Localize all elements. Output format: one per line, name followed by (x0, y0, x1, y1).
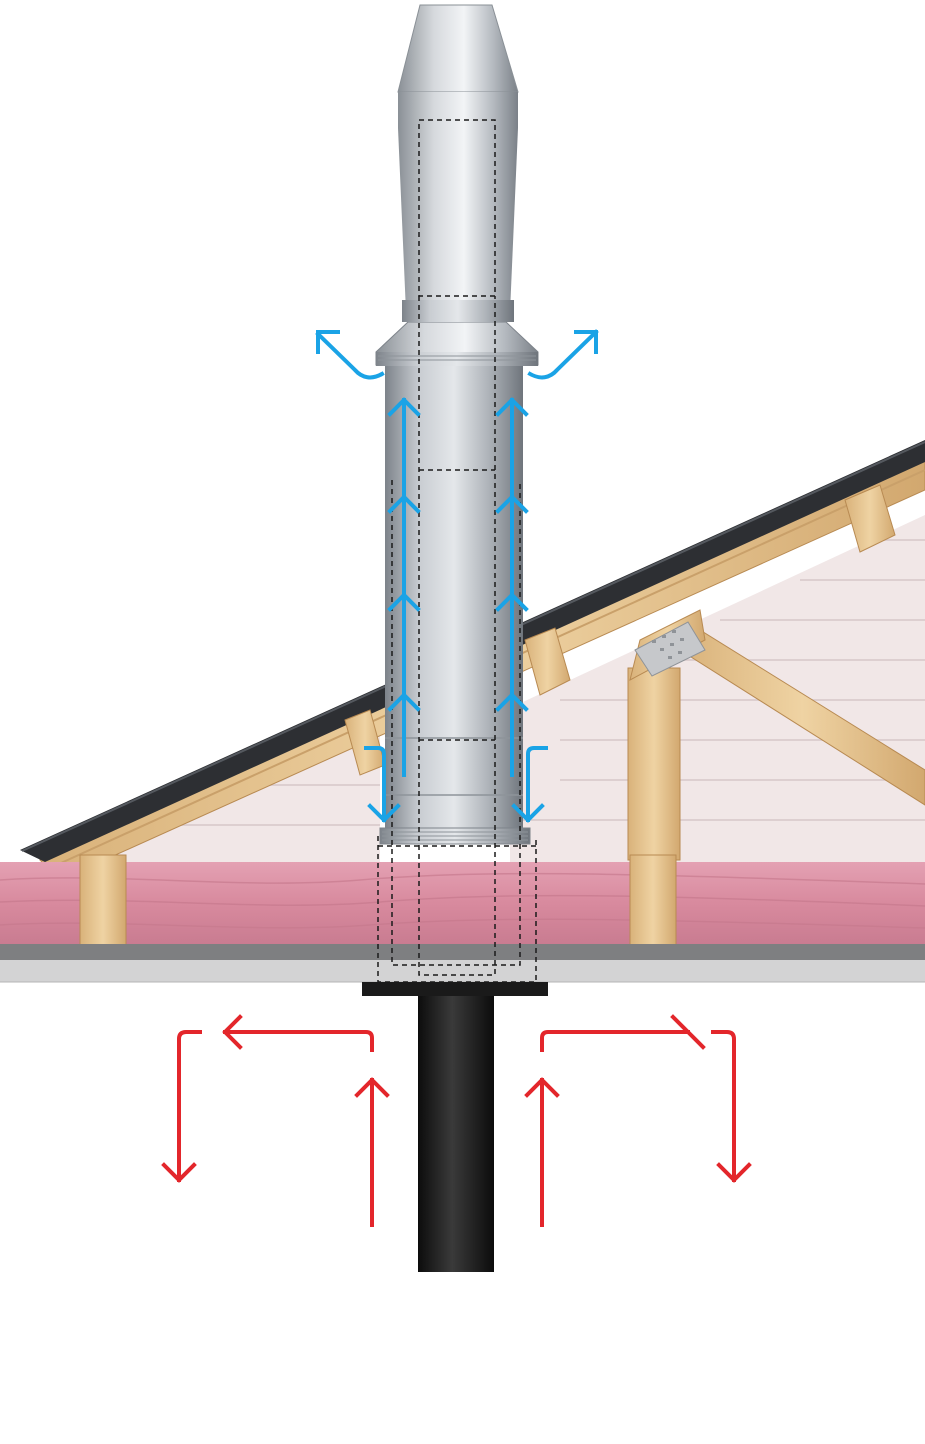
arrow-up-icon (524, 1077, 560, 1098)
cool-air-flow-arrows (315, 329, 599, 823)
arrow-up-icon (527, 329, 599, 380)
arrow-up-icon (387, 397, 421, 417)
arrow-down-icon (511, 803, 545, 823)
arrow-up-icon (354, 1077, 390, 1098)
flue-pipe-black (418, 996, 494, 1272)
arrow-up-icon (387, 692, 421, 712)
arrow-up-icon (387, 592, 421, 612)
arrow-up-icon (315, 331, 385, 380)
ceiling-plate (362, 982, 548, 996)
truss-nail-plate (634, 621, 706, 677)
arrow-down-icon (177, 1030, 202, 1182)
hidden-inner-flue-outline (377, 119, 537, 983)
arrow-up-icon (495, 397, 529, 417)
arrow-left-icon (223, 1030, 374, 1052)
arrow-up-icon (316, 330, 340, 354)
arrow-down-icon (161, 1162, 197, 1183)
warm-air-flow-arrows (161, 1014, 752, 1227)
arrow-down-icon (526, 746, 548, 822)
flue-collar (375, 321, 539, 366)
arrow-down-icon (367, 803, 401, 823)
flue-cowl (397, 4, 519, 322)
roof-truss (344, 484, 925, 861)
arrow-left-icon (222, 1014, 243, 1050)
arrow-down-icon (364, 746, 386, 822)
arrow-right-icon (540, 1030, 690, 1052)
arrow-up-icon (387, 494, 421, 514)
arrow-up-icon (574, 330, 598, 354)
ceiling-joists (79, 854, 677, 946)
arrow-up-icon (495, 592, 529, 612)
arrow-down-icon (716, 1162, 752, 1183)
ceiling-insulation (0, 862, 925, 944)
arrow-up-icon (495, 494, 529, 514)
arrow-down-icon (711, 1030, 736, 1182)
ceiling-board (0, 944, 925, 983)
arrow-right-icon (670, 1014, 706, 1050)
arrow-up-icon (495, 692, 529, 712)
